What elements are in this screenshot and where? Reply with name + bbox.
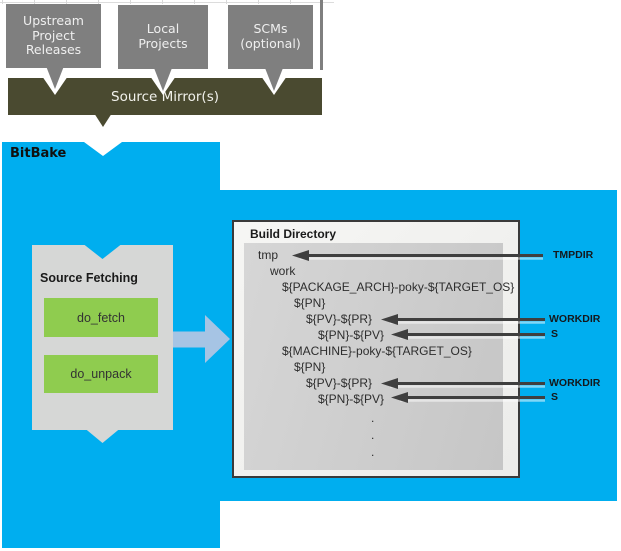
fetching-tail-icon bbox=[85, 428, 120, 443]
scms-label: SCMs (optional) bbox=[240, 21, 301, 51]
tree-item-pv-pr: ${PV}-${PR} bbox=[306, 312, 373, 326]
tree-item-pv-pr-2: ${PV}-${PR} bbox=[306, 376, 373, 390]
scms-box: SCMs (optional) bbox=[228, 5, 313, 69]
do-unpack-label: do_unpack bbox=[70, 367, 132, 381]
tree-ellipsis-dot: . bbox=[371, 428, 375, 442]
tree-item-pn: ${PN} bbox=[294, 296, 326, 310]
grid-ticks bbox=[2, 0, 333, 4]
local-projects-box: Local Projects bbox=[118, 5, 208, 69]
s-label-2: S bbox=[551, 391, 559, 403]
tree-item-machine: ${MACHINE}-poky-${TARGET_OS} bbox=[282, 344, 472, 358]
build-directory-box: Build Directory tmp work ${PACKAGE_ARCH}… bbox=[232, 220, 520, 478]
tree-item-tmp: tmp bbox=[258, 248, 279, 262]
tree-item-package-arch: ${PACKAGE_ARCH}-poky-${TARGET_OS} bbox=[282, 280, 515, 294]
bitbake-label: BitBake bbox=[10, 146, 67, 161]
mirror-tail-icon bbox=[94, 113, 112, 127]
local-projects-label: Local Projects bbox=[138, 21, 188, 51]
tree-ellipsis-dot: . bbox=[371, 445, 375, 459]
do-unpack-task-box: do_unpack bbox=[44, 355, 158, 393]
tree-ellipsis-dot: . bbox=[371, 411, 375, 425]
clipped-box-edge bbox=[320, 0, 323, 70]
tmpdir-label: TMPDIR bbox=[553, 249, 594, 261]
flow-arrow-icon bbox=[173, 315, 230, 363]
s-label: S bbox=[551, 328, 559, 340]
build-directory-title: Build Directory bbox=[250, 227, 337, 241]
do-fetch-task-box: do_fetch bbox=[44, 298, 158, 337]
tree-item-work: work bbox=[270, 264, 296, 278]
workdir-label-2: WORKDIR bbox=[549, 377, 601, 389]
upstream-project-releases-box: Upstream Project Releases bbox=[6, 4, 101, 68]
tree-item-pn-pv-2: ${PN}-${PV} bbox=[318, 392, 385, 406]
tree-item-pn-2: ${PN} bbox=[294, 360, 326, 374]
workdir-label: WORKDIR bbox=[549, 313, 601, 325]
source-mirror-label: Source Mirror(s) bbox=[111, 88, 219, 105]
source-fetching-title: Source Fetching bbox=[40, 271, 138, 285]
do-fetch-label: do_fetch bbox=[77, 310, 125, 325]
source-mirror-box: Source Mirror(s) bbox=[8, 78, 322, 115]
tree-item-pn-pv: ${PN}-${PV} bbox=[318, 328, 385, 342]
upstream-project-releases-label: Upstream Project Releases bbox=[23, 12, 84, 58]
